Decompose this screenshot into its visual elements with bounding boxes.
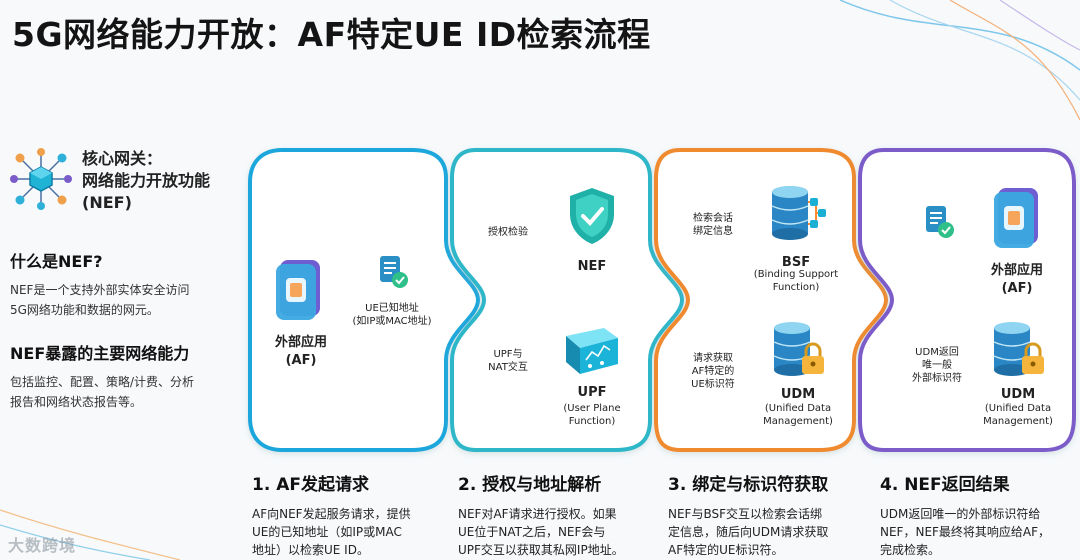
page-title: 5G网络能力开放：AF特定UE ID检索流程 — [12, 15, 651, 54]
step-title: 1. AF发起请求 — [252, 475, 369, 495]
hero-line-2: 网络能力开放功能 — [82, 171, 211, 190]
udm-database-lock-icon — [993, 322, 1044, 376]
decorative-lines-bottom — [0, 509, 180, 560]
question-what-is-nef: 什么是NEF? — [10, 252, 103, 271]
card3-session-label: 检索会话绑定信息 — [693, 213, 733, 237]
card3-udm-label: UDM — [780, 387, 816, 402]
network-hub-icon — [10, 148, 72, 210]
answer-nef-capabilities: 包括监控、配置、策略/计费、分析 报告和网络状态报告等。 — [10, 375, 195, 409]
hero-line-3: (NEF) — [82, 193, 132, 212]
bsf-database-icon — [771, 186, 826, 240]
card-2-shape — [450, 148, 685, 452]
flow-cards — [248, 148, 1076, 452]
card2-auth-label: 授权检验 — [488, 227, 528, 238]
external-app-icon — [276, 260, 320, 320]
card4-af-label: 外部应用(AF) — [990, 263, 1043, 296]
card2-nef-label: NEF — [577, 259, 607, 274]
step-3: 3. 绑定与标识符获取 NEF与BSF交互以检索会话绑定信息，随后向UDM请求获… — [668, 470, 868, 559]
answer-what-is-nef: NEF是一个支持外部实体安全访问 5G网络功能和数据的网元。 — [10, 283, 190, 317]
nef-hero: 核心网关： 网络能力开放功能 (NEF) — [10, 148, 250, 214]
step-title: 3. 绑定与标识符获取 — [668, 475, 829, 495]
document-check-icon — [380, 256, 408, 288]
upf-device-icon — [566, 328, 618, 374]
shield-check-icon — [570, 188, 614, 244]
nef-intro-panel: 核心网关： 网络能力开放功能 (NEF) 什么是NEF? NEF是一个支持外部实… — [10, 148, 250, 412]
question-nef-capabilities: NEF暴露的主要网络能力 — [10, 344, 190, 363]
step-title: 2. 授权与地址解析 — [458, 475, 602, 495]
card4-udm-label: UDM — [1000, 387, 1036, 402]
card4-return-label: UDM返回唯一般外部标识符 — [912, 347, 962, 384]
external-app-icon — [994, 188, 1038, 248]
card2-upf-label: UPF — [577, 385, 607, 400]
udm-database-lock-icon — [773, 322, 824, 376]
document-check-icon — [926, 206, 954, 238]
card1-ue-address-label: UE已知地址(如IP或MAC地址) — [352, 303, 432, 327]
hero-line-1: 核心网关： — [82, 149, 163, 168]
card-3-shape — [654, 148, 889, 452]
card1-af-label: 外部应用(AF) — [274, 335, 327, 368]
watermark: 大数跨境 — [8, 536, 77, 555]
card-1-shape — [248, 148, 481, 452]
card3-bsf-label: BSF — [781, 255, 811, 270]
decorative-lines — [839, 0, 1080, 121]
step-title: 4. NEF返回结果 — [880, 475, 1010, 495]
